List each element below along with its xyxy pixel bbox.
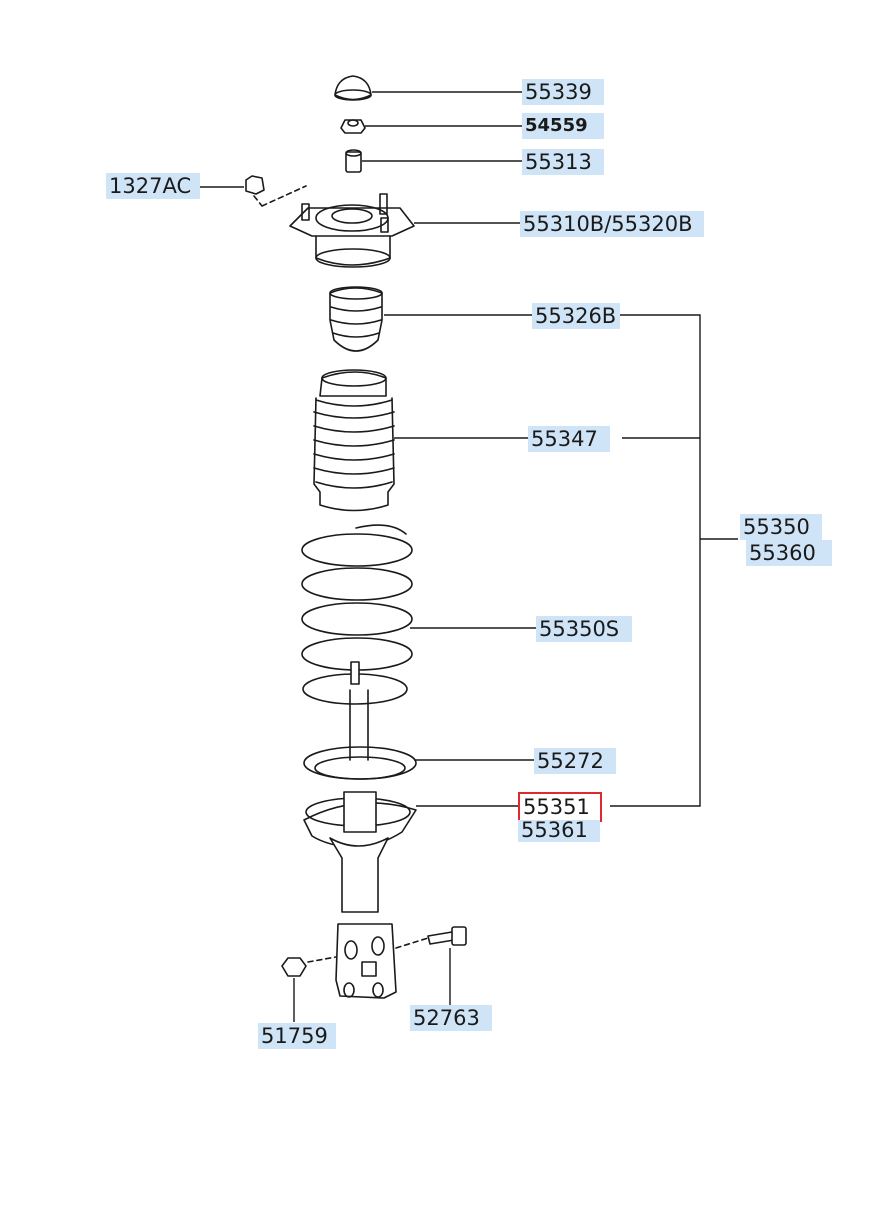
spring-pad-part[interactable] xyxy=(304,747,416,779)
leader-lines xyxy=(196,92,738,1022)
label-bumper[interactable]: 55326B xyxy=(532,303,620,329)
label-cap[interactable]: 55339 xyxy=(522,79,604,105)
mount-nut-part[interactable] xyxy=(246,176,306,206)
coil-spring-part[interactable] xyxy=(302,525,412,704)
label-dust-cover[interactable]: 55347 xyxy=(528,426,610,452)
label-assembly-lh[interactable]: 55350 xyxy=(740,514,822,540)
strut-insulator-part[interactable] xyxy=(290,194,414,267)
label-spring-pad[interactable]: 55272 xyxy=(534,748,616,774)
label-mount-nut[interactable]: 1327AC xyxy=(106,173,200,199)
label-top-nut[interactable]: 54559 xyxy=(522,113,604,139)
label-spring[interactable]: 55350S xyxy=(536,616,632,642)
dust-cap-part[interactable] xyxy=(335,76,371,100)
spacer-part[interactable] xyxy=(346,150,361,172)
label-spacer[interactable]: 55313 xyxy=(522,149,604,175)
strut-body-part[interactable] xyxy=(304,690,416,998)
knuckle-nut-part[interactable] xyxy=(282,957,336,976)
label-strut-rh[interactable]: 55361 xyxy=(518,820,600,842)
dust-cover-part[interactable] xyxy=(314,370,394,511)
label-insulator[interactable]: 55310B/55320B xyxy=(520,211,704,237)
top-nut-part[interactable] xyxy=(341,120,365,133)
bump-stopper-part[interactable] xyxy=(330,287,382,351)
label-assembly-rh[interactable]: 55360 xyxy=(746,540,832,566)
label-knuckle-nut[interactable]: 51759 xyxy=(258,1023,336,1049)
label-strut-lh-selected[interactable]: 55351 xyxy=(518,792,602,822)
label-knuckle-bolt[interactable]: 52763 xyxy=(410,1005,492,1031)
knuckle-bolt-part[interactable] xyxy=(396,927,466,948)
